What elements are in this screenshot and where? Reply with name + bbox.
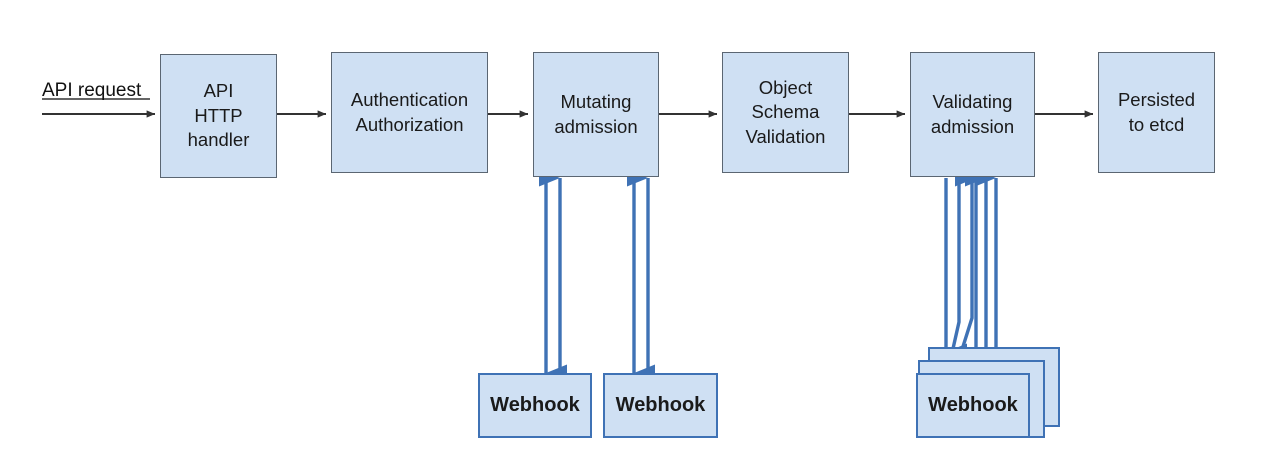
node-api-http-handler[interactable]: API HTTP handler [160,54,277,178]
node-persisted-to-etcd[interactable]: Persisted to etcd [1098,52,1215,173]
node-authentication-authorization[interactable]: Authentication Authorization [331,52,488,173]
webhook-edge-call-validating-webhook-1 [952,178,977,390]
webhook-box-mutating-2[interactable]: Webhook [603,373,718,438]
webhook-box-mutating-1[interactable]: Webhook [478,373,592,438]
node-validating-admission[interactable]: Validating admission [910,52,1035,177]
flow-edge-request-to-api [42,98,156,118]
webhook-box-validating-front[interactable]: Webhook [916,373,1030,438]
node-mutating-admission[interactable]: Mutating admission [533,52,659,177]
api-request-label: API request [42,80,142,101]
webhook-edge-call-validating-webhook-2 [948,178,973,375]
node-object-schema-validation[interactable]: Object Schema Validation [722,52,849,173]
